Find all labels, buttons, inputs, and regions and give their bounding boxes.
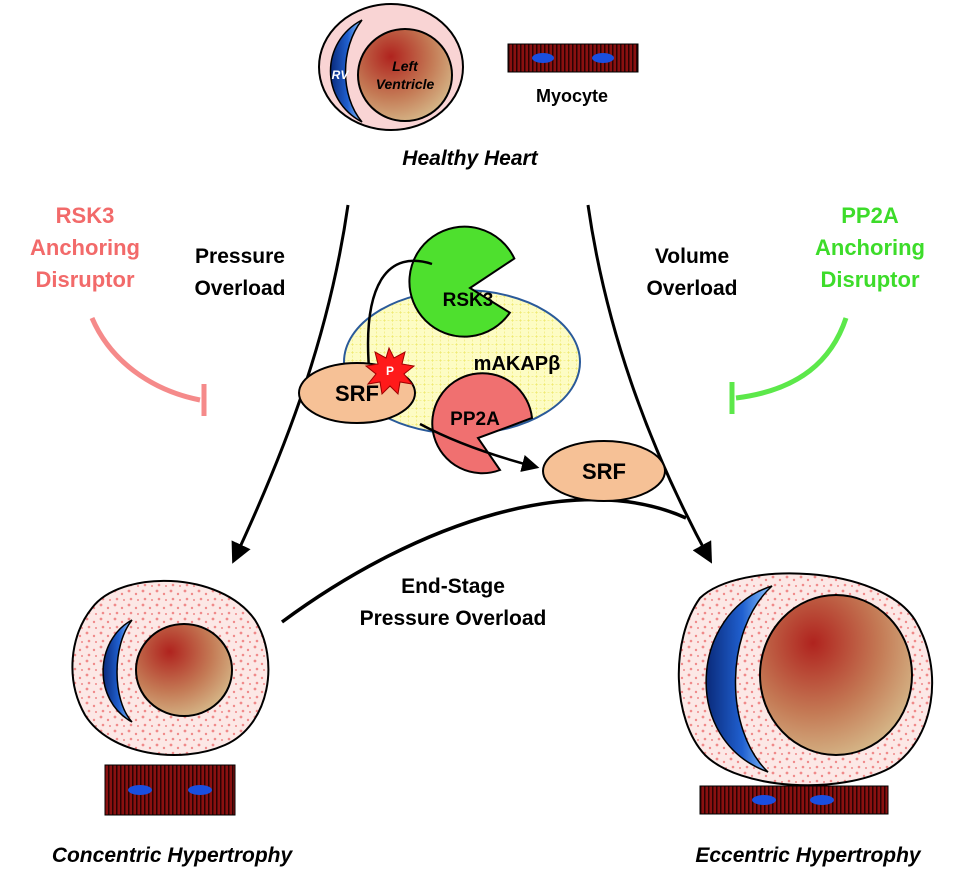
pp2a-disruptor-line1: PP2A (841, 203, 899, 228)
healthy-heart-title: Healthy Heart (402, 147, 538, 170)
pp2a-disruptor-line2: Anchoring (815, 235, 925, 260)
phosphorylation-arrow (359, 259, 433, 384)
healthy-myocyte-fiber (507, 43, 639, 73)
volume-overload-arrow (586, 204, 713, 564)
concentric-myocyte (104, 764, 236, 816)
healthy-lv (357, 28, 453, 122)
rsk3-anchoring-disruptor: RSK3 Anchoring Disruptor (30, 203, 207, 416)
concentric-heart (71, 579, 270, 756)
makap-complex: mAKAPβ RSK3 SRF P PP2A SRF (298, 225, 666, 502)
pp2a-anchoring-disruptor: PP2A Anchoring Disruptor (729, 203, 925, 414)
healthy-myocyte (507, 43, 639, 73)
myocyte-nucleus (188, 785, 212, 795)
eccentric-myocyte (699, 785, 889, 815)
concentric-lv (135, 623, 233, 717)
rsk3-inhibition-line (89, 317, 201, 403)
end-stage-line1: End-Stage (401, 575, 505, 598)
end-stage-line2: Pressure Overload (360, 607, 547, 630)
dephosphorylation-arrow (419, 422, 540, 472)
pp2a-label: PP2A (450, 409, 500, 430)
myocyte-nucleus (752, 795, 776, 805)
myocyte-nucleus (128, 785, 152, 795)
rv-label: RV (332, 68, 350, 82)
myocyte-nucleus (592, 53, 614, 63)
myocyte-nucleus (532, 53, 554, 63)
myocyte-nucleus (810, 795, 834, 805)
healthy-rv (329, 19, 363, 123)
myocyte-label: Myocyte (536, 86, 608, 106)
srf-free-label: SRF (582, 459, 626, 484)
phospho-site (364, 346, 416, 396)
eccentric-heart (677, 572, 934, 787)
concentric-myocyte-fiber (104, 764, 236, 816)
eccentric-lv (759, 594, 913, 756)
pp2a-phosphatase (431, 372, 534, 475)
pressure-overload-line1: Pressure (195, 245, 285, 268)
volume-overload-line1: Volume (655, 245, 729, 268)
eccentric-myocyte-fiber (699, 785, 889, 815)
eccentric-title: Eccentric Hypertrophy (695, 844, 922, 867)
volume-overload-line2: Overload (646, 277, 737, 300)
pp2a-inhibition-line (735, 317, 849, 401)
makap-label: mAKAPβ (474, 353, 561, 375)
pp2a-disruptor-line3: Disruptor (821, 267, 920, 292)
concentric-rv (102, 619, 133, 723)
rsk3-disruptor-line1: RSK3 (56, 203, 115, 228)
lv-label-line2: Ventricle (376, 76, 435, 92)
lv-label-line1: Left (392, 58, 419, 74)
rsk3-disruptor-line2: Anchoring (30, 235, 140, 260)
pressure-overload-line2: Overload (194, 277, 285, 300)
rsk3-disruptor-line3: Disruptor (36, 267, 135, 292)
end-stage-arrow (280, 497, 687, 624)
srf-free (542, 440, 666, 502)
srf-bound-label: SRF (335, 381, 379, 406)
phospho-label: P (386, 364, 394, 378)
healthy-heart: RV Left Ventricle (318, 3, 464, 131)
rsk3-kinase (408, 225, 516, 338)
eccentric-rv (705, 585, 773, 773)
rsk3-label: RSK3 (443, 290, 494, 311)
concentric-title: Concentric Hypertrophy (52, 844, 294, 867)
